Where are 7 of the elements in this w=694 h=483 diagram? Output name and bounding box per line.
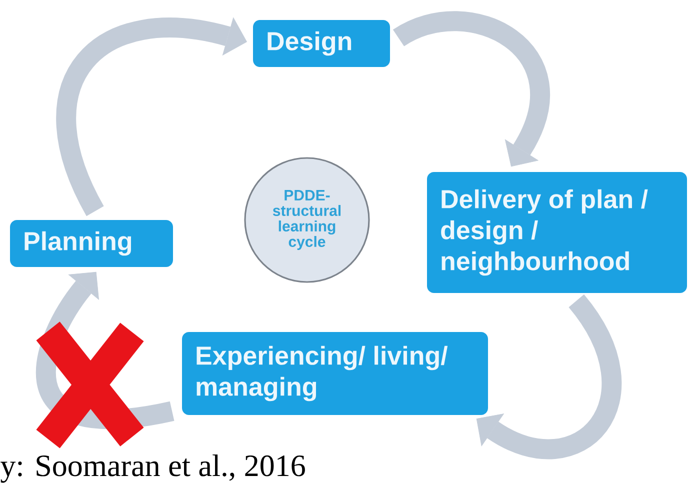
process-box: Delivery of plan / design / neighbourhood — [427, 172, 687, 293]
caption: y: Soomaran et al., 2016 — [0, 454, 305, 483]
curved-arrow — [476, 295, 622, 459]
process-box: Design — [253, 20, 390, 67]
curved-arrow — [36, 272, 174, 430]
process-box: Planning — [10, 220, 173, 267]
process-box: Experiencing/ living/ managing — [182, 332, 488, 415]
